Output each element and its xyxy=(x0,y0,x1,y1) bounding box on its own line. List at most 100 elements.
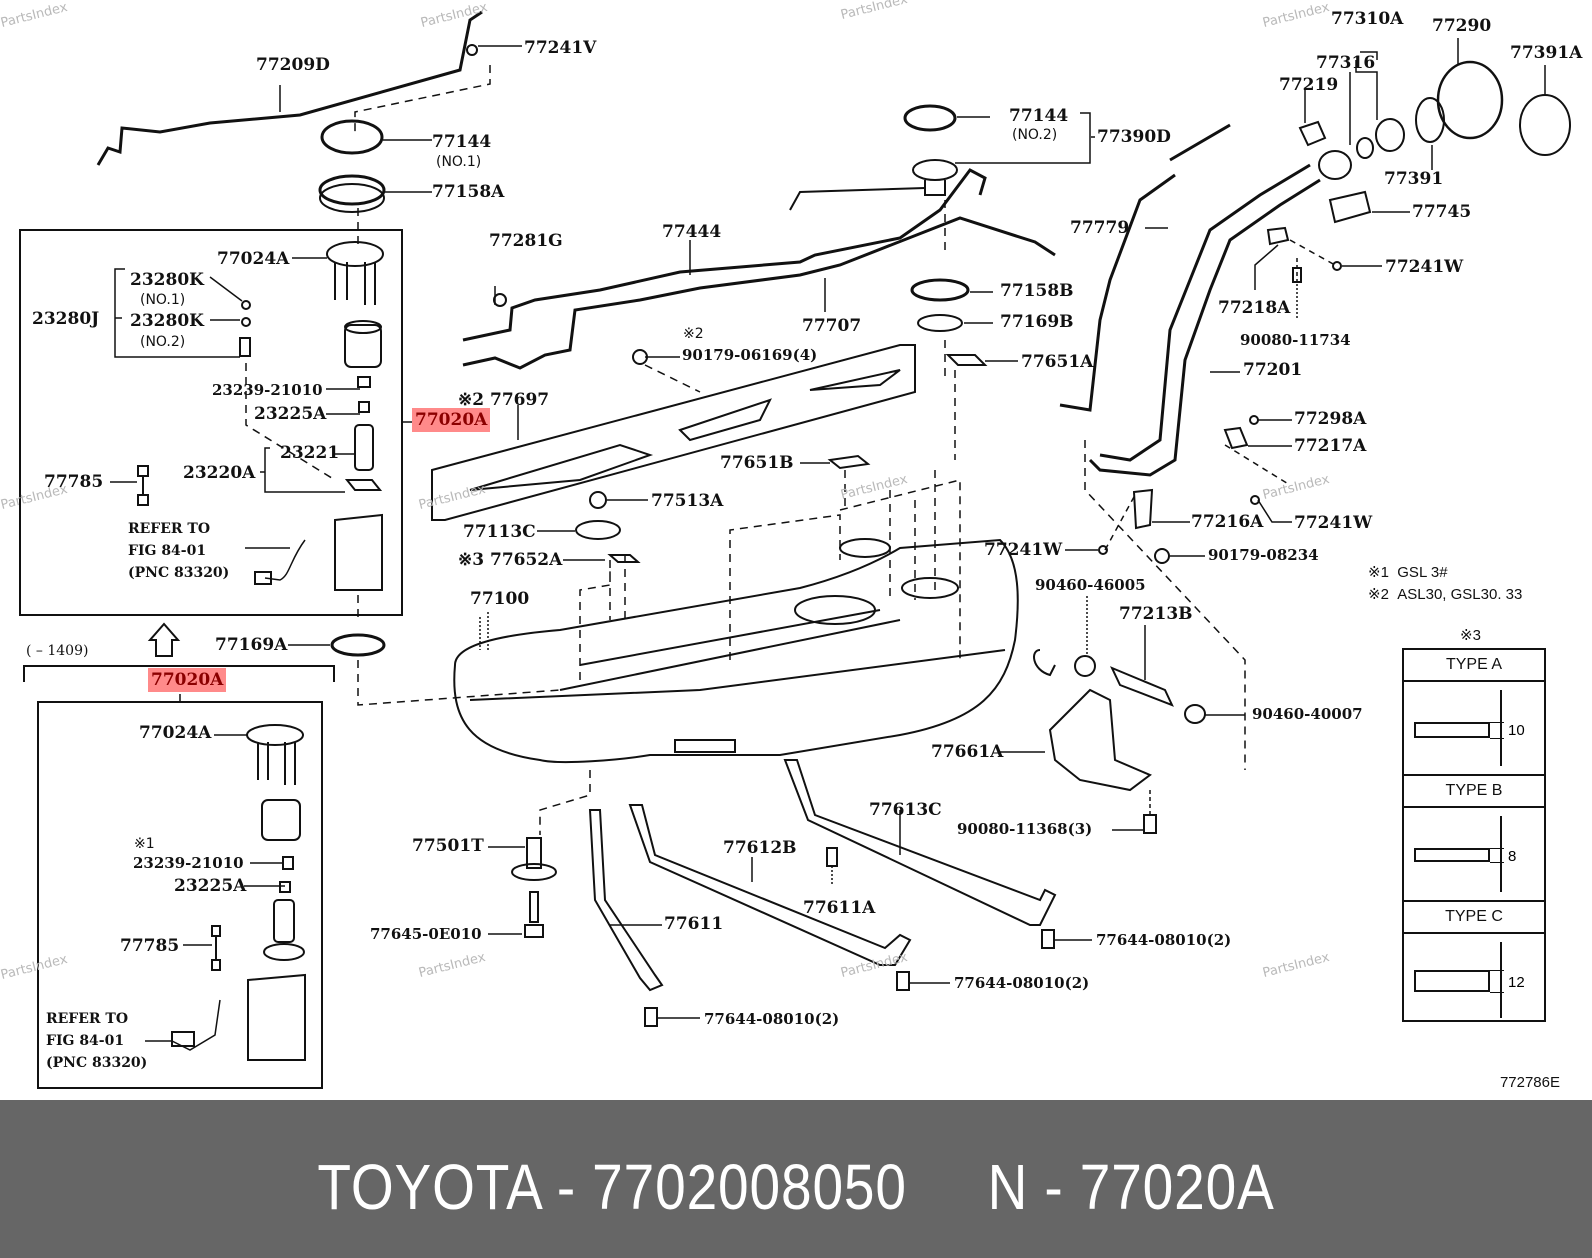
ring-77144 xyxy=(320,119,384,155)
dimension-tick xyxy=(1490,970,1504,971)
part-label-77644-08010-left[interactable]: 77644-08010(2) xyxy=(704,1010,840,1028)
part-label-77290[interactable]: 77290 xyxy=(1432,16,1492,36)
refer-note-bottom: REFER TO FIG 84-01 (PNC 83320) xyxy=(46,1011,148,1071)
part-label-77241v[interactable]: 77241V xyxy=(524,38,597,58)
part-label-77144-no1[interactable]: 77144 xyxy=(432,132,492,152)
part-label-77281g[interactable]: 77281G xyxy=(489,231,563,251)
part-label-77785-bottom[interactable]: 77785 xyxy=(120,936,180,956)
part-label-77310a[interactable]: 77310A xyxy=(1331,9,1404,29)
part-label-77241w-center[interactable]: 77241W xyxy=(984,540,1063,560)
highlighted-part-number[interactable]: 77020A xyxy=(412,408,491,432)
part-label-90179-08234[interactable]: 90179-08234 xyxy=(1208,546,1319,564)
part-label-77697[interactable]: ※2 77697 xyxy=(458,390,550,410)
part-label-77213b[interactable]: 77213B xyxy=(1119,604,1193,624)
part-label-77652a[interactable]: ※3 77652A xyxy=(458,550,563,570)
part-label-77611[interactable]: 77611 xyxy=(664,914,724,934)
pipe-77209d xyxy=(96,10,483,166)
part-label-77169a[interactable]: 77169A xyxy=(215,635,288,655)
part-label-77645-0e010[interactable]: 77645-0E010 xyxy=(370,925,482,943)
gasket-shape xyxy=(1414,722,1490,738)
part-label-77020a-highlight[interactable]: 77020A xyxy=(412,408,491,432)
part-label-77024a-bottom[interactable]: 77024A xyxy=(139,723,212,743)
footnote-1: ※1 GSL 3# xyxy=(1368,565,1448,580)
part-label-77661a[interactable]: 77661A xyxy=(931,742,1004,762)
part-label-23225a-top[interactable]: 23225A xyxy=(254,404,327,424)
part-label-23225a-bottom[interactable]: 23225A xyxy=(174,876,247,896)
part-sublabel-no1: (NO.1) xyxy=(140,292,186,308)
part-label-77316[interactable]: 77316 xyxy=(1316,53,1376,73)
part-label-77024a-top[interactable]: 77024A xyxy=(217,249,290,269)
part-label-77158b[interactable]: 77158B xyxy=(1000,281,1074,301)
illustration-code: 772786E xyxy=(1499,1074,1560,1091)
part-label-77020a-highlight-lower[interactable]: 77020A xyxy=(148,668,227,692)
part-label-77218a[interactable]: 77218A xyxy=(1218,298,1291,318)
part-label-77169b[interactable]: 77169B xyxy=(1000,312,1074,332)
pipe-77444 xyxy=(462,168,987,342)
highlighted-part-number[interactable]: 77020A xyxy=(148,668,227,692)
footnote-mark: ※1 xyxy=(1368,564,1389,581)
filler-pipe-77779 xyxy=(1059,123,1231,412)
part-label-77241w-top[interactable]: 77241W xyxy=(1385,257,1464,277)
strap-77611 xyxy=(588,809,664,992)
part-sublabel-no1: (NO.1) xyxy=(436,154,482,170)
production-range-note: ( – 1409) xyxy=(26,643,89,659)
part-label-77241w-right[interactable]: 77241W xyxy=(1294,513,1373,533)
part-label-23280k-no2[interactable]: 23280K xyxy=(130,311,204,331)
part-label-77644-08010-center[interactable]: 77644-08010(2) xyxy=(954,974,1090,992)
part-label-90460-46005[interactable]: 90460-46005 xyxy=(1035,576,1146,594)
type-b-figure: 8 xyxy=(1404,808,1544,902)
type-c-figure: 12 xyxy=(1404,934,1544,1026)
part-label-77644-08010-right[interactable]: 77644-08010(2) xyxy=(1096,931,1232,949)
part-label-77444[interactable]: 77444 xyxy=(662,222,722,242)
part-label-77219[interactable]: 77219 xyxy=(1279,75,1339,95)
part-label-23220a[interactable]: 23220A xyxy=(183,463,256,483)
range-bracket xyxy=(23,665,335,682)
gasket-shape xyxy=(1414,970,1490,992)
part-label-77390d[interactable]: 77390D xyxy=(1097,127,1171,147)
pipe-77707 xyxy=(462,216,1056,370)
part-label-77785-top[interactable]: 77785 xyxy=(44,472,104,492)
footer-part-title: TOYOTA - 7702008050 N - 77020A xyxy=(317,1151,1275,1223)
part-label-23280j[interactable]: 23280J xyxy=(32,309,100,329)
type-b-header: TYPE B xyxy=(1404,776,1544,808)
part-label-77201[interactable]: 77201 xyxy=(1243,360,1303,380)
part-label-77391a[interactable]: 77391A xyxy=(1510,43,1583,63)
dimension-tick xyxy=(1490,862,1504,863)
part-label-77216a[interactable]: 77216A xyxy=(1191,512,1264,532)
part-label-77707[interactable]: 77707 xyxy=(802,316,862,336)
part-label-77513a[interactable]: 77513A xyxy=(651,491,724,511)
part-label-77613c[interactable]: 77613C xyxy=(869,800,942,820)
footnote-2: ※2 ASL30, GSL30. 33 xyxy=(1368,587,1522,602)
part-sublabel-no2: (NO.2) xyxy=(1012,127,1058,143)
part-label-77113c[interactable]: 77113C xyxy=(463,522,536,542)
part-label-90080-11368[interactable]: 90080-11368(3) xyxy=(957,820,1093,838)
part-label-77144-no2[interactable]: 77144 xyxy=(1009,106,1069,126)
type-b-dimension: 8 xyxy=(1508,848,1517,865)
dimension-line xyxy=(1500,816,1502,892)
note-mark-1: ※1 xyxy=(134,836,155,852)
part-label-77745[interactable]: 77745 xyxy=(1412,202,1472,222)
part-label-77779[interactable]: 77779 xyxy=(1070,218,1130,238)
part-label-23221[interactable]: 23221 xyxy=(280,443,340,463)
part-label-77501t[interactable]: 77501T xyxy=(412,836,484,856)
part-label-23239-21010-bottom[interactable]: 23239-21010 xyxy=(133,854,244,872)
protector-77661a xyxy=(1048,688,1152,792)
part-label-77209d[interactable]: 77209D xyxy=(256,55,330,75)
part-label-77158a[interactable]: 77158A xyxy=(432,182,505,202)
part-label-23239-21010-top[interactable]: 23239-21010 xyxy=(212,381,323,399)
part-label-90080-11734[interactable]: 90080-11734 xyxy=(1240,331,1351,349)
type-a-header: TYPE A xyxy=(1404,650,1544,682)
part-label-77651b[interactable]: 77651B xyxy=(720,453,794,473)
part-label-77612b[interactable]: 77612B xyxy=(723,838,797,858)
part-label-77651a[interactable]: 77651A xyxy=(1021,352,1094,372)
dimension-line xyxy=(1500,942,1502,1018)
part-label-90460-40007[interactable]: 90460-40007 xyxy=(1252,705,1363,723)
part-label-77391[interactable]: 77391 xyxy=(1384,169,1444,189)
part-label-77100[interactable]: 77100 xyxy=(470,589,530,609)
dimension-tick xyxy=(1490,992,1504,993)
part-label-77611a[interactable]: 77611A xyxy=(803,898,876,918)
part-label-77217a[interactable]: 77217A xyxy=(1294,436,1367,456)
part-label-23280k-no1[interactable]: 23280K xyxy=(130,270,204,290)
part-label-90179-06169[interactable]: 90179-06169(4) xyxy=(682,346,818,364)
part-label-77298a[interactable]: 77298A xyxy=(1294,409,1367,429)
